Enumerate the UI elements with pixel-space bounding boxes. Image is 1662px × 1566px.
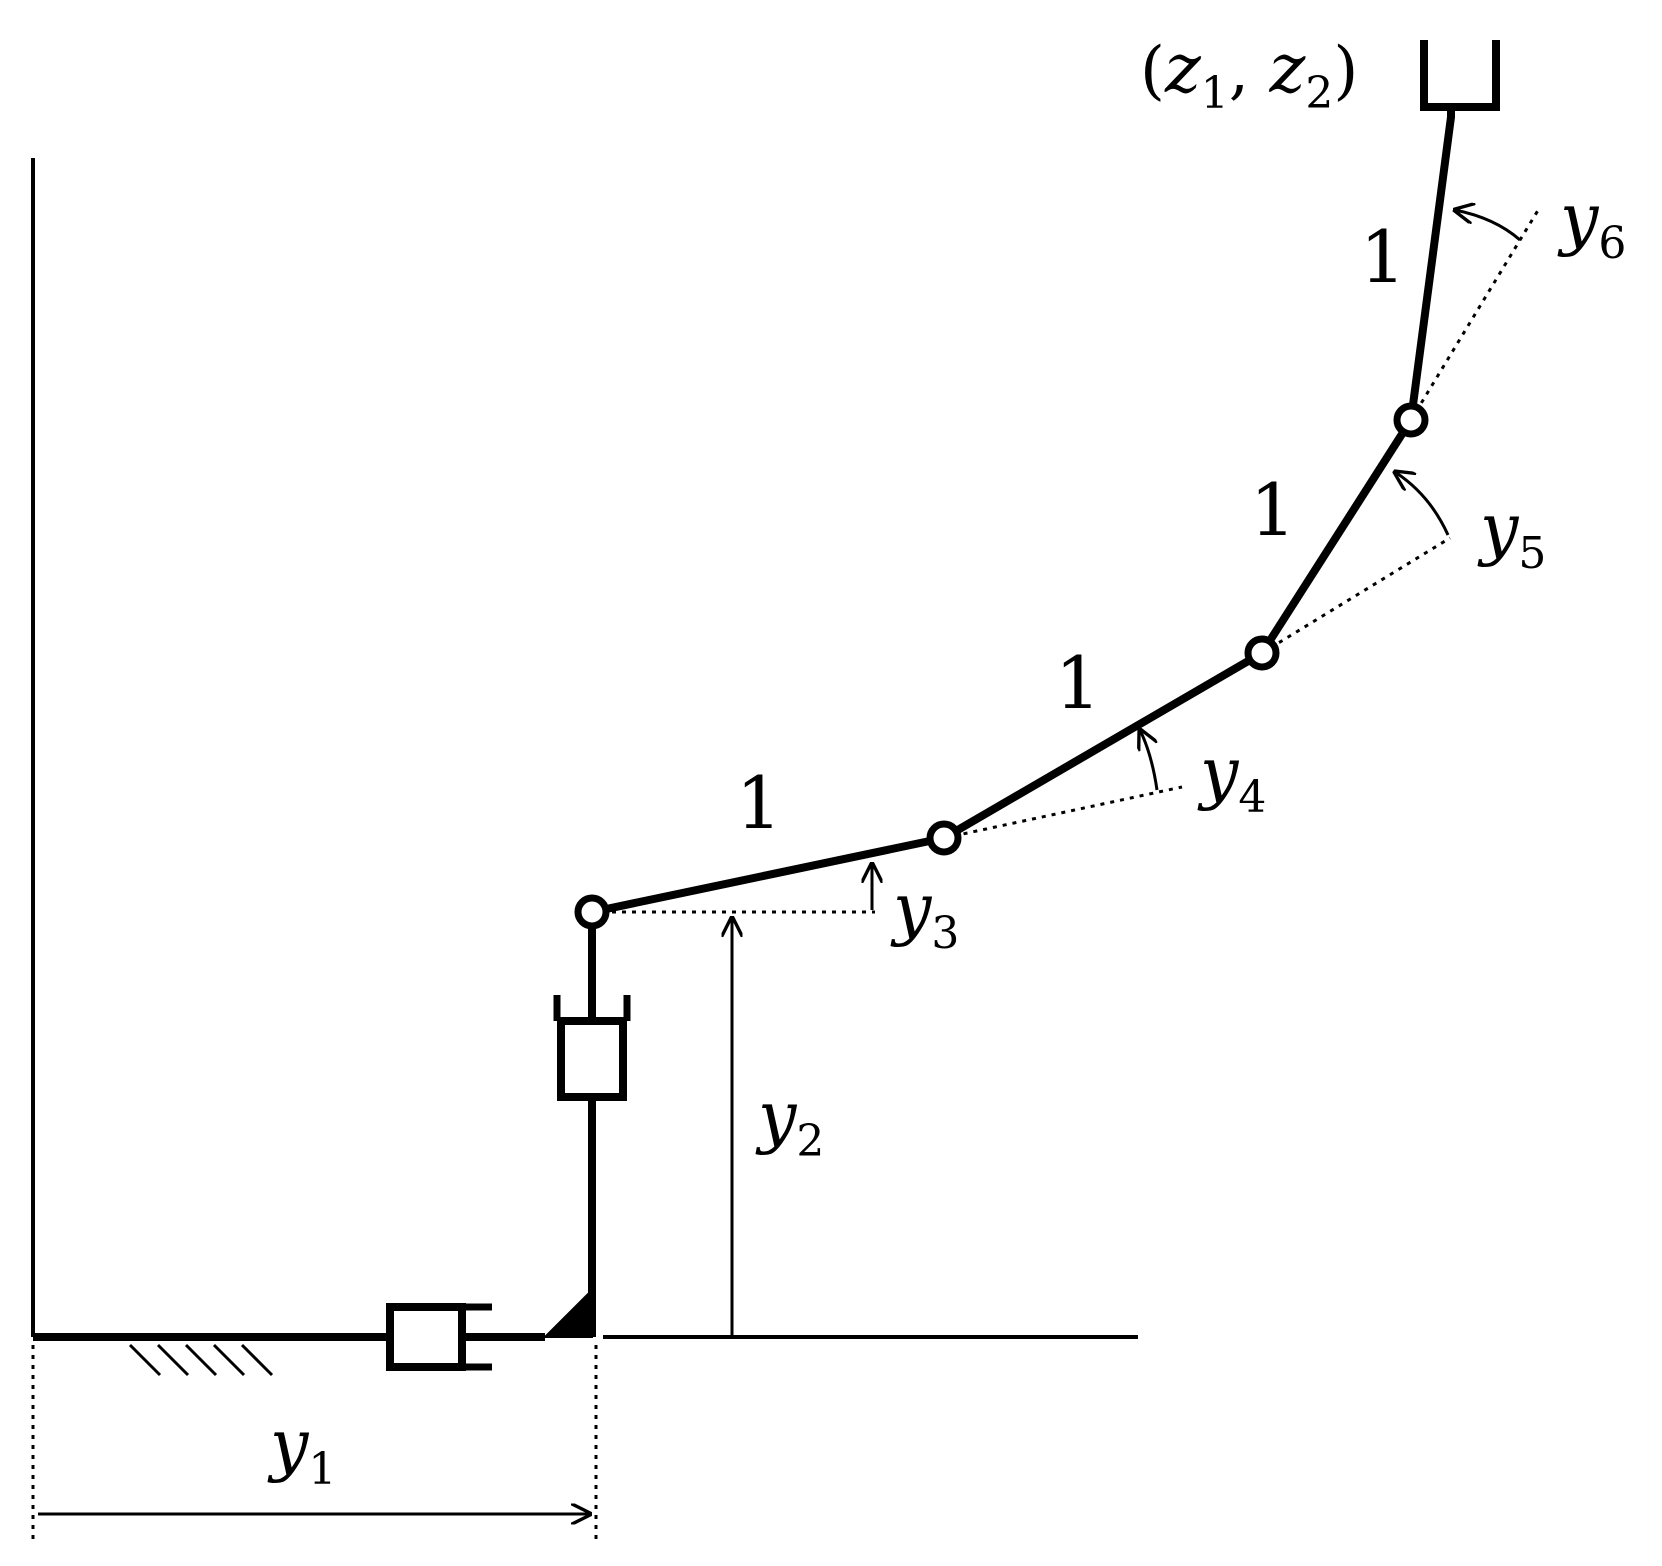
- joint-4: [1393, 402, 1429, 438]
- horizontal-prismatic-joint: [386, 1287, 593, 1371]
- label-y6: y6: [1557, 180, 1626, 269]
- vertical-slider-block: [557, 1017, 627, 1101]
- label-y1: y1: [267, 1406, 336, 1495]
- arm-links: [588, 113, 1455, 916]
- vertical-prismatic-joint: [553, 912, 631, 1337]
- link-4: [1407, 113, 1455, 424]
- link-length-label-4: 1: [1360, 215, 1406, 299]
- y6-arrow: [1455, 210, 1521, 242]
- joint-1: [574, 894, 610, 930]
- base-gusset: [542, 1287, 593, 1338]
- label-y5: y5: [1477, 490, 1546, 579]
- horizontal-slider-block: [386, 1303, 466, 1371]
- ref-line-y5: [1261, 536, 1451, 655]
- label-y3: y3: [890, 870, 959, 959]
- reference-lines: [31, 206, 1542, 1540]
- link-length-label-3: 1: [1250, 468, 1296, 552]
- ref-line-y4: [943, 785, 1183, 840]
- link-2: [940, 649, 1266, 842]
- link-3: [1258, 416, 1415, 657]
- link-length-label-2: 1: [1055, 641, 1101, 725]
- revolute-joints: [574, 402, 1429, 930]
- link-1: [588, 834, 948, 916]
- joint-3: [1244, 635, 1280, 671]
- link-length-label-1: 1: [736, 761, 782, 845]
- label-y4: y4: [1197, 734, 1266, 823]
- label-y2: y2: [755, 1078, 824, 1167]
- end-effector-gripper: [1420, 40, 1500, 117]
- joint-2: [926, 820, 962, 856]
- y5-arrow: [1395, 472, 1450, 536]
- y4-arrow: [1140, 730, 1159, 791]
- ground: [31, 158, 1138, 1377]
- ref-line-y6: [1409, 206, 1542, 421]
- ground-hatch: [128, 1343, 274, 1377]
- endpoint-coordinate-label: (z1, z2): [1140, 30, 1358, 119]
- dimension-arrows: [38, 210, 1521, 1514]
